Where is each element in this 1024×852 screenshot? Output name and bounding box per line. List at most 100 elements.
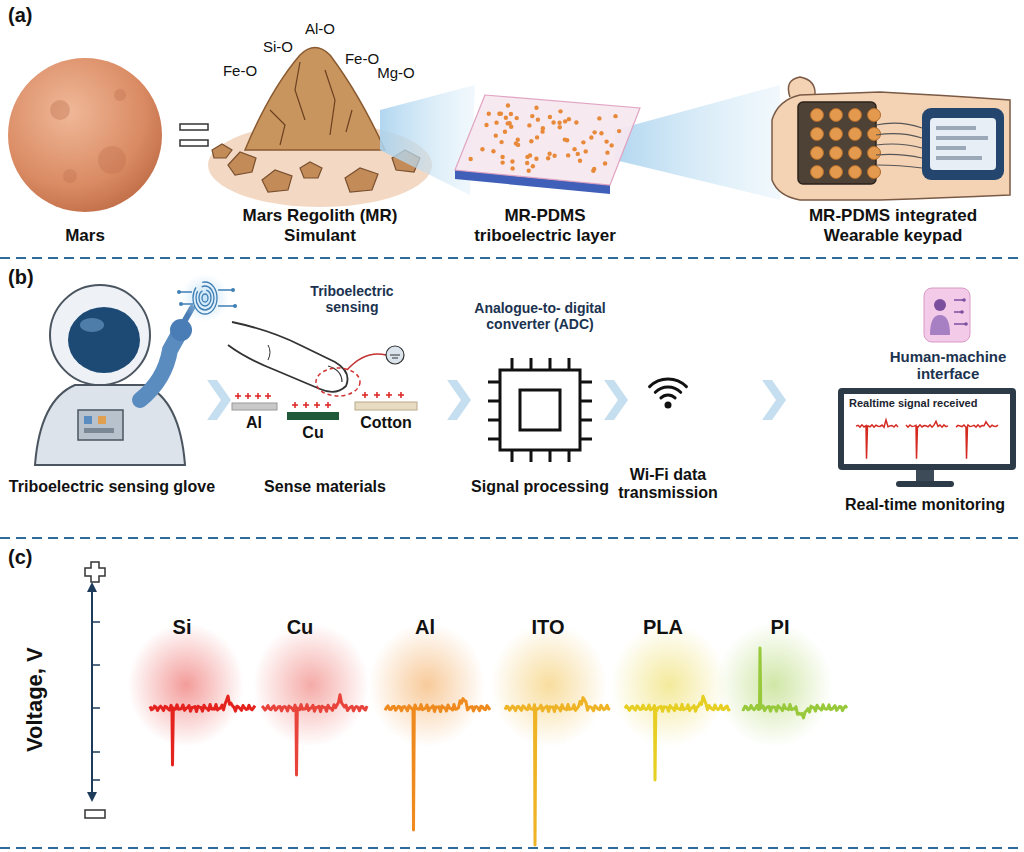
- regolith-particle: [487, 112, 491, 116]
- adc-chip: [580, 382, 592, 439]
- voltage-trace: [625, 696, 730, 780]
- astronaut: [80, 318, 104, 332]
- signal-glow: [253, 623, 369, 747]
- equals-symbol: [180, 124, 208, 130]
- wifi-icon: [661, 395, 675, 398]
- hmi-icon: [930, 315, 950, 335]
- projection-beam: [615, 85, 780, 200]
- charge-symbol: [235, 393, 271, 399]
- regolith-particle: [552, 154, 556, 158]
- keypad-wire: [876, 165, 922, 168]
- fingerprint-icon: [180, 290, 234, 306]
- wrist-keypad: [936, 156, 982, 160]
- material-label: Si: [152, 616, 212, 639]
- adc-chip: [520, 390, 560, 430]
- wifi-icon: [665, 402, 672, 409]
- regolith-particle: [597, 116, 601, 120]
- keypad-button: [830, 166, 843, 179]
- regolith-particle: [531, 164, 535, 168]
- material-label: PLA: [633, 616, 693, 639]
- wrist-keypad: [936, 126, 988, 160]
- regolith-particle: [541, 126, 545, 130]
- wrist-keypad: [772, 92, 1010, 200]
- regolith-particle: [558, 125, 562, 129]
- regolith-particle: [534, 106, 538, 110]
- regolith-particle: [599, 131, 603, 135]
- regolith-particle: [574, 120, 578, 124]
- adc-chip: [512, 450, 569, 462]
- wrist-keypad: [772, 77, 1010, 200]
- keypad-button: [849, 109, 862, 122]
- axis-title: Voltage, V: [22, 620, 47, 780]
- regolith-particle: [578, 159, 582, 163]
- regolith-pile: [228, 152, 256, 175]
- voltage-axis: [91, 588, 93, 796]
- regolith-particle: [491, 149, 495, 153]
- regolith-particle: [563, 119, 567, 123]
- wrist-keypad: [936, 126, 976, 130]
- fingerprint-icon: [181, 274, 229, 322]
- mars-planet: [63, 169, 77, 183]
- regolith-particle: [500, 155, 504, 159]
- regolith-particle: [529, 139, 533, 143]
- regolith-particle: [592, 130, 596, 134]
- voltage-axis: [87, 792, 97, 802]
- signal-glow: [491, 623, 607, 747]
- hmi-icon: [962, 298, 966, 302]
- caption: Sense materials: [245, 478, 405, 496]
- stage-title: Analogue-to- digital converter (ADC): [470, 300, 610, 332]
- regolith-particle: [500, 160, 504, 164]
- mr-pdms-layer: [455, 95, 640, 194]
- material-label: Cotton: [351, 414, 421, 432]
- keypad-button: [868, 166, 881, 179]
- keypad-button: [811, 109, 881, 179]
- charge-symbol: [235, 392, 404, 408]
- material-label: Al: [395, 616, 455, 639]
- monitor-screen: Realtime signal received: [844, 394, 1010, 464]
- keypad-button: [811, 147, 824, 160]
- panel-separator: [0, 257, 1024, 259]
- mini-signal: [844, 416, 1010, 462]
- regolith-particle: [547, 152, 551, 156]
- regolith-particle: [548, 115, 552, 119]
- voltage-trace: [150, 648, 847, 845]
- regolith-particle: [613, 114, 617, 118]
- astronaut: [140, 332, 180, 400]
- bond-label: Mg-O: [371, 64, 421, 81]
- keypad-wire: [876, 144, 922, 148]
- hmi-icon: [924, 288, 970, 342]
- panel-letter: (c): [8, 546, 48, 569]
- fingerprint-icon: [179, 302, 183, 306]
- astronaut: [98, 416, 106, 424]
- keypad-button: [849, 128, 862, 141]
- panel-letter: (a): [8, 4, 48, 27]
- voltage-axis: [92, 622, 100, 780]
- signal-glow: [369, 623, 485, 747]
- keypad-button: [830, 109, 843, 122]
- regolith-pile: [295, 62, 305, 120]
- regolith-particle: [576, 152, 580, 156]
- adc-chip: [512, 358, 569, 370]
- regolith-particle: [484, 123, 488, 127]
- signal-glow: [128, 623, 832, 747]
- panel-letter: (b): [8, 266, 48, 289]
- panel-separator: [0, 258, 1024, 848]
- regolith-particle: [558, 109, 562, 113]
- voltage-trace: [262, 695, 367, 775]
- keypad-button: [849, 166, 862, 179]
- regolith-particle: [546, 156, 550, 160]
- regolith-particle: [527, 123, 531, 127]
- bond-label: Fe-O: [215, 62, 265, 79]
- wifi-icon: [650, 379, 687, 409]
- regolith-pile: [270, 62, 352, 145]
- signal-glow: [716, 623, 832, 747]
- regolith-particle: [515, 116, 519, 120]
- finger-sketch: [390, 355, 400, 358]
- regolith-particle: [510, 166, 514, 170]
- regolith-particle: [557, 121, 561, 125]
- regolith-particle: [525, 155, 529, 159]
- astronaut: [78, 410, 123, 440]
- voltage-trace: [150, 696, 255, 765]
- keypad-button: [811, 166, 824, 179]
- keypad-button: [811, 109, 824, 122]
